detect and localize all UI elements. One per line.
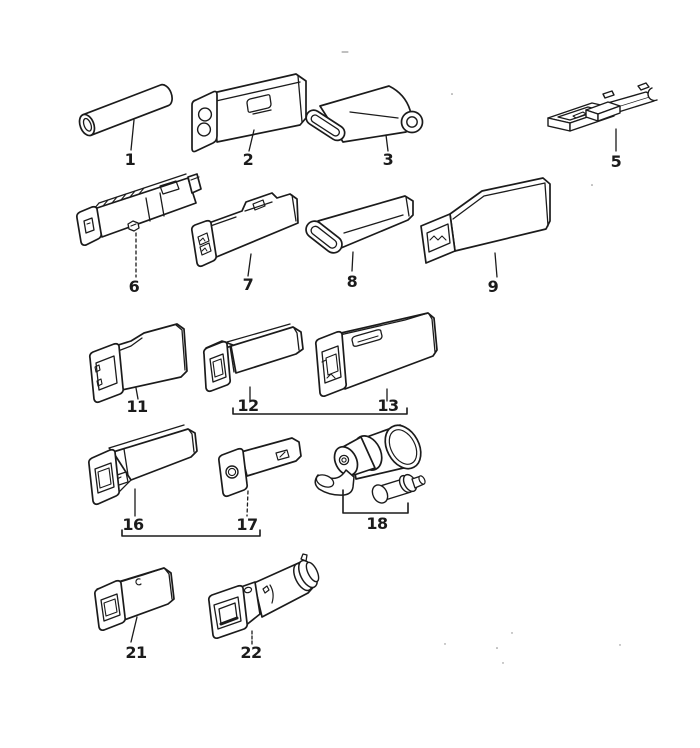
leader-line-9 (494, 252, 498, 278)
callout-21: 21 (125, 643, 147, 662)
callout-8: 8 (346, 272, 358, 291)
leader-line-11 (135, 387, 139, 400)
callout-5: 5 (610, 152, 622, 171)
callout-6: 6 (128, 277, 140, 296)
bracket-18 (342, 489, 409, 514)
leader-line-3 (385, 134, 389, 152)
part-18-drawing (314, 424, 426, 514)
callout-7: 7 (242, 275, 254, 294)
callout-13: 13 (377, 396, 399, 415)
bracket-12-13 (232, 407, 408, 415)
callout-2: 2 (242, 150, 254, 169)
part-9-drawing (420, 177, 551, 278)
part-11-drawing (88, 323, 188, 404)
part-17-drawing (217, 437, 302, 517)
callout-11: 11 (126, 397, 148, 416)
callout-12: 12 (237, 396, 259, 415)
part-12-drawing (202, 323, 304, 402)
leader-line-7 (247, 253, 252, 277)
part-6-drawing (75, 173, 202, 278)
part-3-drawing (305, 85, 424, 152)
part-1-drawing (78, 83, 173, 151)
part-13-drawing (314, 312, 438, 402)
bracket-16-17 (121, 529, 261, 537)
leader-line-8 (351, 251, 354, 272)
callout-3: 3 (382, 150, 394, 169)
part-8-drawing (305, 195, 414, 272)
part-16-drawing (87, 424, 198, 517)
callout-16: 16 (122, 515, 144, 534)
callout-17: 17 (236, 515, 258, 534)
part-22-drawing (207, 553, 320, 645)
leader-line-21 (130, 616, 138, 643)
scan-specks (341, 51, 621, 664)
callout-22: 22 (240, 643, 262, 662)
callout-18: 18 (366, 514, 388, 533)
leader-line-2 (248, 129, 255, 152)
part-7-drawing (190, 192, 299, 277)
part-21-drawing (93, 567, 175, 643)
leader-line-1 (130, 119, 135, 151)
part-5-drawing (547, 82, 658, 152)
leader-line-17 (246, 490, 249, 517)
callout-9: 9 (487, 277, 499, 296)
callout-1: 1 (124, 150, 136, 169)
part-2-drawing (191, 73, 307, 153)
